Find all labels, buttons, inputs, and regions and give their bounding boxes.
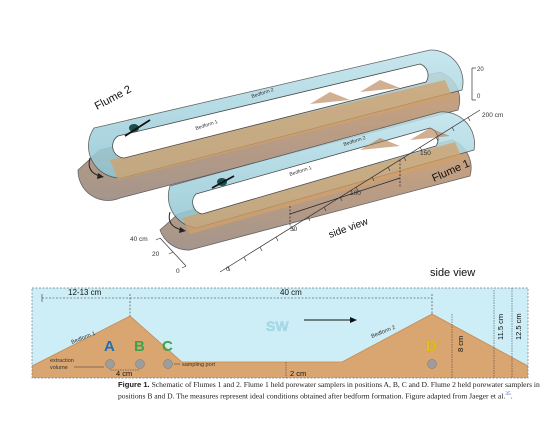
- caption-ref[interactable]: 35: [505, 390, 511, 397]
- height-scale: 20 0: [471, 67, 484, 101]
- position-c: C: [162, 338, 173, 355]
- dim-2cm: 2 cm: [290, 369, 306, 378]
- dim-12-13cm: 12-13 cm: [68, 288, 102, 297]
- length-scale-50: 50: [290, 226, 298, 233]
- dim-40cm: 40 cm: [280, 288, 302, 297]
- height-scale-0: 0: [477, 94, 481, 100]
- width-scale-20: 20: [152, 251, 160, 258]
- side-view: side view 12-13 cm 40 cm SW Bedform 1 Be…: [31, 267, 529, 379]
- position-b: B: [134, 338, 145, 355]
- extraction-volume-line-2: volume: [50, 365, 68, 371]
- dim-12-5cm: 12.5 cm: [514, 313, 523, 340]
- extraction-volume-line-1: extraction: [50, 358, 74, 364]
- sampling-port-label: sampling port: [182, 362, 215, 368]
- length-scale-0: 0: [226, 266, 230, 273]
- width-scale-40: 40 cm: [130, 236, 148, 243]
- position-d: D: [426, 338, 437, 355]
- caption-end: .: [510, 391, 513, 401]
- side-view-title: side view: [430, 267, 475, 279]
- dim-11-5cm: 11.5 cm: [496, 314, 505, 340]
- flume-2: Flume 2 Bedform 1 Bedform 2: [77, 49, 464, 201]
- position-a: A: [104, 338, 115, 355]
- length-scale: 200 cm 150 100 50 0: [219, 109, 503, 273]
- dim-8cm: 8 cm: [456, 336, 465, 352]
- height-scale-20: 20: [477, 67, 484, 73]
- width-scale: 40 cm 20 0: [130, 236, 187, 275]
- width-scale-0: 0: [176, 268, 180, 275]
- side-view-indicator-label: side view: [327, 216, 370, 241]
- flume-2-label: Flume 2: [93, 83, 134, 112]
- length-scale-100: 100: [350, 190, 361, 197]
- figure-caption: Figure 1. Schematic of Flumes 1 and 2. F…: [118, 380, 546, 401]
- caption-text: Schematic of Flumes 1 and 2. Flume 1 hel…: [118, 380, 540, 401]
- dim-4cm: 4 cm: [116, 369, 132, 378]
- sw-label: SW: [266, 318, 289, 334]
- length-scale-150: 150: [420, 150, 431, 157]
- length-scale-200: 200 cm: [482, 112, 503, 119]
- caption-label: Figure 1.: [118, 380, 150, 389]
